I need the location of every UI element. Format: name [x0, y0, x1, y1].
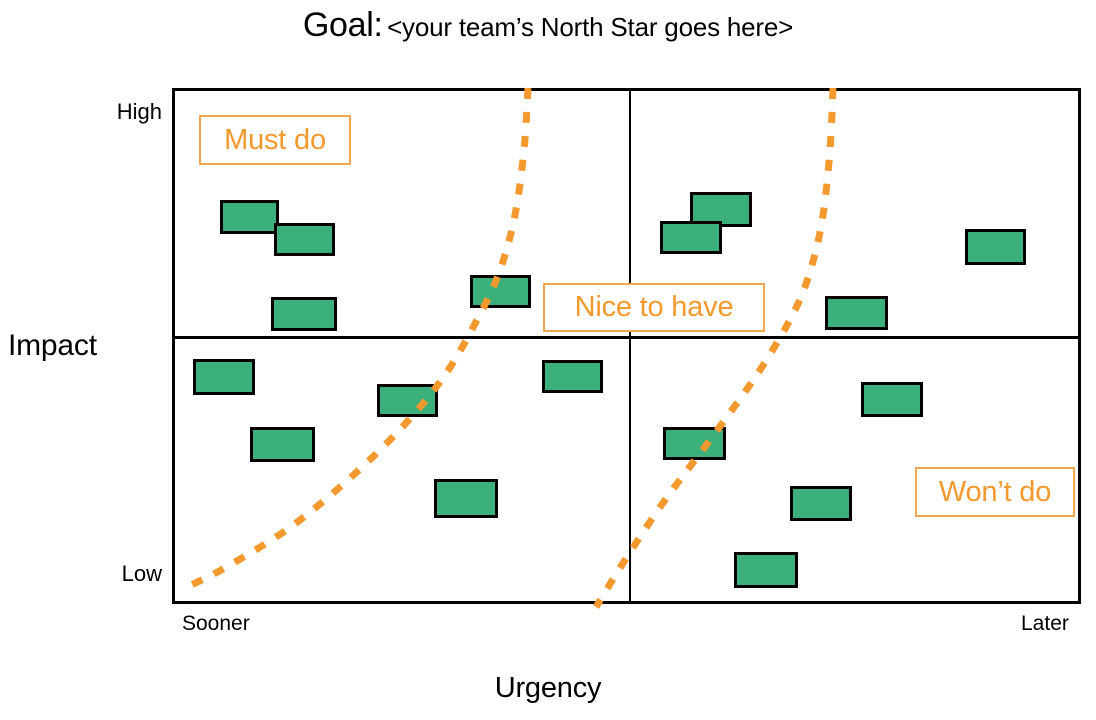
sticky-note[interactable] — [861, 382, 923, 417]
quadrant-badge-wont-do[interactable]: Won’t do — [915, 467, 1075, 517]
matrix-frame — [172, 88, 1081, 604]
x-axis-tick-sooner: Sooner — [182, 612, 250, 635]
sticky-note[interactable] — [193, 359, 255, 395]
sticky-note[interactable] — [734, 552, 798, 588]
vertical-divider — [629, 88, 631, 604]
page-title: Goal: <your team’s North Star goes here> — [0, 6, 1096, 45]
y-axis-tick-high: High — [116, 99, 162, 124]
y-axis-tick-low: Low — [121, 561, 162, 586]
sticky-note[interactable] — [377, 384, 438, 417]
sticky-note[interactable] — [250, 427, 315, 462]
y-axis-title: Impact — [8, 329, 97, 362]
quadrant-badge-must-do-label: Must do — [224, 123, 326, 156]
quadrant-badge-wont-do-label: Won’t do — [938, 475, 1052, 508]
sticky-note[interactable] — [470, 275, 531, 308]
sticky-note[interactable] — [542, 360, 603, 393]
sticky-note[interactable] — [663, 427, 726, 460]
title-goal-prefix: Goal: — [302, 6, 383, 44]
horizontal-divider — [172, 336, 1081, 339]
sticky-note[interactable] — [965, 229, 1026, 265]
title-goal-placeholder: <your team’s North Star goes here> — [387, 12, 794, 42]
quadrant-badge-nice-to-have[interactable]: Nice to have — [543, 283, 765, 332]
quadrant-badge-must-do[interactable]: Must do — [199, 115, 351, 165]
sticky-note[interactable] — [790, 486, 852, 521]
sticky-note[interactable] — [660, 221, 722, 254]
x-axis-tick-later: Later — [1021, 612, 1069, 635]
sticky-note[interactable] — [434, 479, 498, 518]
quadrant-badge-nice-to-have-label: Nice to have — [574, 291, 734, 323]
sticky-note[interactable] — [825, 296, 888, 330]
sticky-note[interactable] — [274, 223, 335, 256]
x-axis-title: Urgency — [494, 672, 602, 704]
sticky-note[interactable] — [271, 297, 337, 331]
sticky-note[interactable] — [220, 200, 279, 234]
